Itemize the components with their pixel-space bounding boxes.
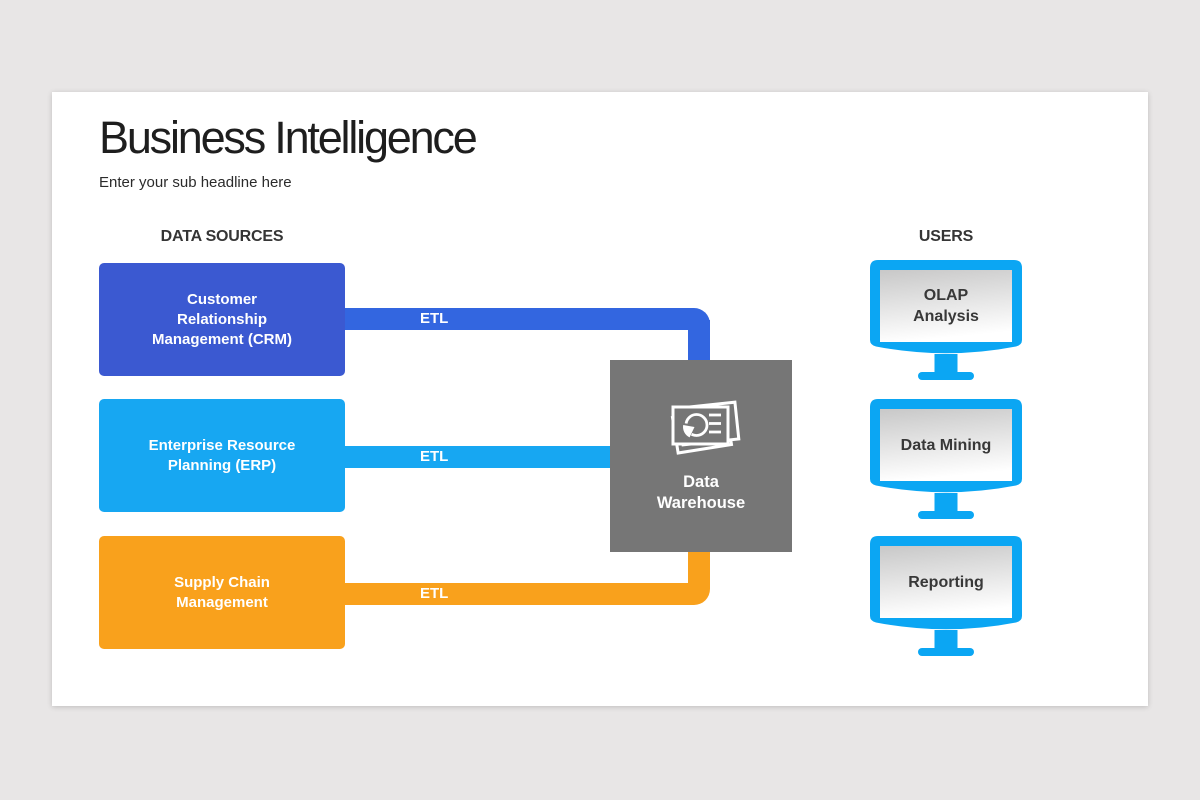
page-title: Business Intelligence [99, 112, 478, 163]
source-box-scm: Supply Chain Management [99, 536, 345, 649]
data-sources-heading: DATA SOURCES [160, 228, 284, 245]
etl-label-erp: ETL [420, 448, 449, 465]
data-warehouse-box: Data Warehouse [610, 360, 792, 552]
crm-label-line1: Customer [186, 290, 257, 308]
warehouse-label-line1: Data [683, 473, 719, 491]
crm-label-line3: Management (CRM) [151, 330, 292, 348]
monitor-data-mining-label: Data Mining [900, 436, 992, 454]
etl-connector-crm-vertical [688, 320, 710, 364]
monitor-icon [870, 536, 1022, 656]
monitor-icon [870, 399, 1022, 519]
warehouse-label-line2: Warehouse [656, 494, 746, 512]
monitor-icon [870, 260, 1022, 380]
source-box-erp: Enterprise Resource Planning (ERP) [99, 399, 345, 512]
users-heading: USERS [918, 228, 974, 245]
scm-label-line2: Management [176, 593, 268, 611]
stacked-report-slides-icon [670, 400, 741, 455]
etl-connector-scm-vertical [688, 548, 710, 588]
etl-label-scm: ETL [420, 585, 449, 602]
slide: Business Intelligence Enter your sub hea… [52, 92, 1148, 706]
monitor-reporting-label: Reporting [908, 573, 984, 591]
data-warehouse-label: Data Warehouse [610, 472, 792, 514]
etl-label-crm: ETL [420, 310, 449, 327]
etl-connector-erp: ETL [344, 446, 614, 468]
scm-label-line1: Supply Chain [174, 573, 270, 591]
monitor-olap: OLAP Analysis [870, 260, 1022, 380]
monitor-reporting: Reporting [870, 536, 1022, 656]
source-box-crm: Customer Relationship Management (CRM) [99, 263, 345, 376]
erp-label-line1: Enterprise Resource [148, 436, 296, 454]
page-subtitle: Enter your sub headline here [99, 174, 292, 191]
etl-connector-scm: ETL [344, 583, 710, 605]
monitor-olap-label: OLAP Analysis [913, 287, 979, 325]
monitor-data-mining: Data Mining [870, 399, 1022, 519]
erp-label-line2: Planning (ERP) [167, 456, 277, 474]
crm-label-line2: Relationship [176, 310, 267, 328]
etl-connector-crm: ETL [344, 308, 710, 330]
